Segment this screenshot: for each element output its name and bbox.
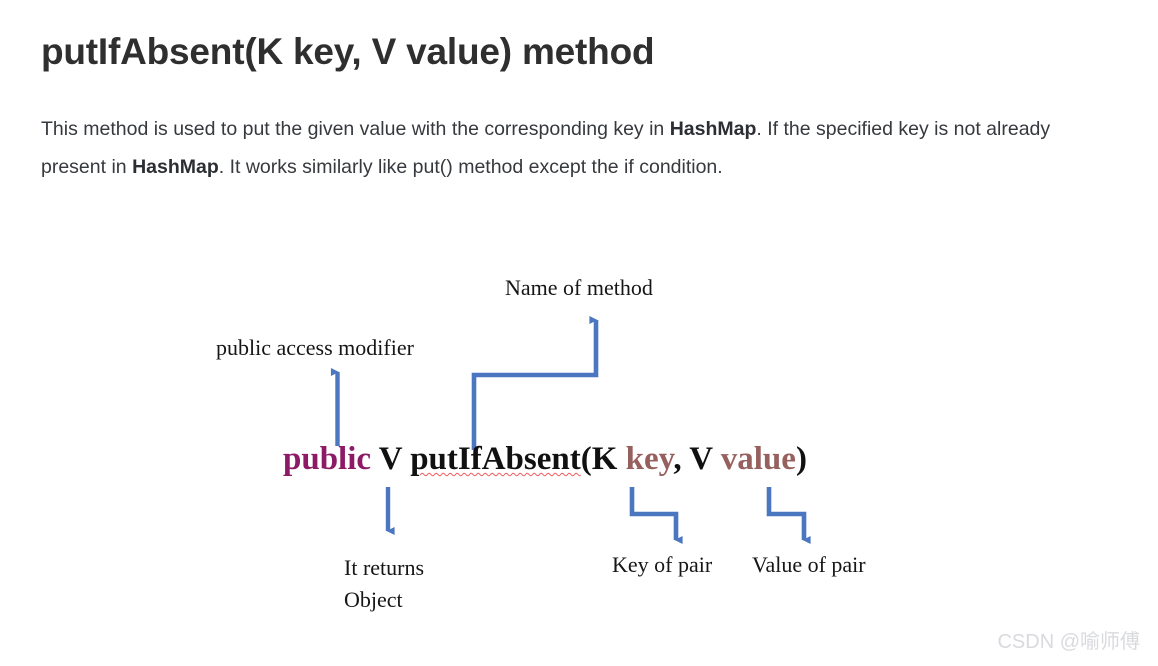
token-close-paren: ) [795, 441, 807, 477]
token-value-name: value [720, 441, 796, 477]
token-open-paren: ( [580, 441, 592, 477]
paragraph-text-part-3: . It works similarly like put() method e… [218, 155, 723, 178]
label-it-returns-line-1: It returns [344, 555, 425, 580]
csdn-watermark: CSDN @喻师傅 [997, 631, 1140, 653]
label-name-of-method: Name of method [505, 275, 653, 300]
paragraph-text-part-2: . If the specified key is not already pr… [41, 117, 1051, 178]
method-signature-code: public V putIfAbsent(K key, V value) [283, 441, 807, 478]
page-title: putIfAbsent(K key, V value) method [41, 30, 655, 72]
label-it-returns-object: It returns Object [344, 552, 544, 616]
article-paragraph: This method is used to put the given val… [41, 110, 1119, 186]
token-key-type: K [591, 441, 618, 477]
token-comma: , [673, 441, 690, 477]
label-public-access-modifier: public access modifier [216, 335, 414, 360]
label-key-of-pair: Key of pair [612, 552, 713, 577]
token-method-name: putIfAbsent [410, 441, 581, 477]
paragraph-text-part-1: This method is used to put the given val… [41, 117, 670, 140]
label-value-of-pair: Value of pair [752, 552, 866, 577]
arrow-value-of-pair [766, 487, 804, 540]
token-space-1 [371, 441, 379, 477]
token-space-2 [402, 441, 410, 477]
paragraph-bold-hashmap-2: HashMap [132, 155, 219, 178]
label-it-returns-line-2: Object [344, 587, 403, 612]
token-key-name: key [625, 441, 674, 477]
arrow-key-of-pair [629, 487, 676, 540]
arrow-name-of-method [471, 320, 599, 450]
paragraph-bold-hashmap-1: HashMap [669, 117, 757, 140]
token-value-type: V [689, 441, 713, 477]
method-signature-diagram: Name of method public access modifier It… [0, 250, 1158, 630]
token-return-type: V [378, 441, 402, 477]
diagram-arrows-svg [0, 250, 1158, 630]
token-space-4 [713, 441, 721, 477]
token-access-modifier: public [283, 441, 372, 477]
token-space-3 [617, 441, 625, 477]
